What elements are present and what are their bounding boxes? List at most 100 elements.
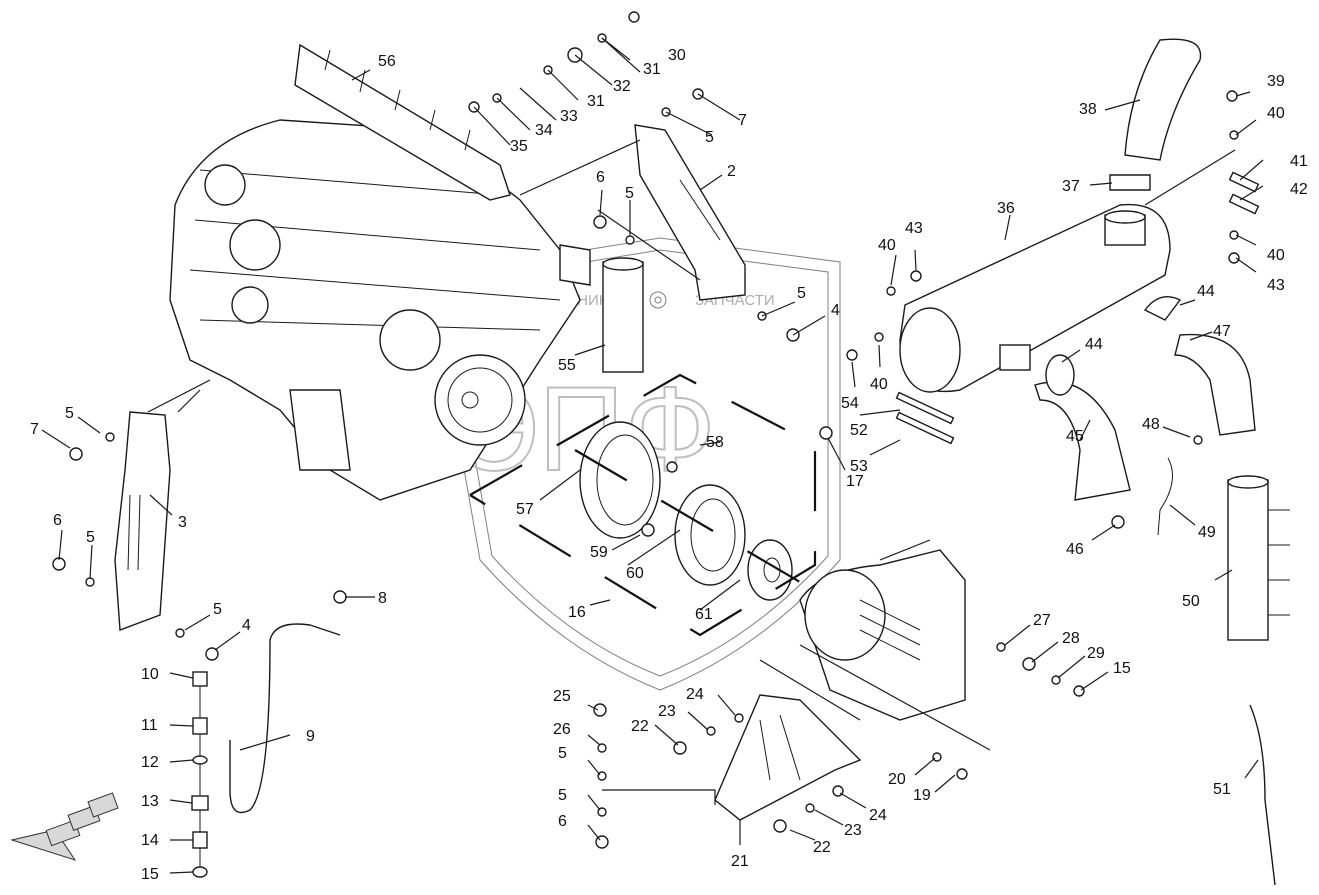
callout-41: 41 — [1290, 153, 1308, 170]
callout-10: 10 — [141, 666, 159, 683]
callout-33: 33 — [560, 108, 578, 125]
callout-61: 61 — [695, 606, 713, 623]
callout-12: 12 — [141, 754, 159, 771]
callout-5h: 5 — [558, 787, 567, 804]
callout-57: 57 — [516, 501, 534, 518]
callout-56: 56 — [378, 53, 396, 70]
callout-46: 46 — [1066, 541, 1084, 558]
callout-23a: 23 — [658, 703, 676, 720]
callout-6a: 6 — [596, 169, 605, 186]
callout-30: 30 — [668, 47, 686, 64]
callout-6b: 6 — [53, 512, 62, 529]
callout-14: 14 — [141, 832, 159, 849]
callout-5d: 5 — [65, 405, 74, 422]
callout-5b: 5 — [625, 185, 634, 202]
callout-25: 25 — [553, 688, 571, 705]
callout-52: 52 — [850, 422, 868, 439]
callout-4a: 4 — [831, 302, 840, 319]
callout-40a: 40 — [1267, 105, 1285, 122]
hose-51 — [1249, 704, 1276, 886]
callout-43b: 43 — [905, 220, 923, 237]
ring-60 — [674, 484, 746, 586]
ring-57 — [579, 421, 661, 539]
callout-13: 13 — [141, 793, 159, 810]
callout-22a: 22 — [631, 718, 649, 735]
callout-4b: 4 — [242, 617, 251, 634]
callout-2: 2 — [727, 163, 736, 180]
engine-block — [169, 119, 591, 501]
direction-arrow-icon — [10, 792, 119, 861]
callout-15b: 15 — [1113, 660, 1131, 677]
callout-37: 37 — [1062, 178, 1080, 195]
callout-36: 36 — [997, 200, 1015, 217]
callout-5f: 5 — [213, 601, 222, 618]
callout-5a: 5 — [705, 129, 714, 146]
callout-7b: 7 — [30, 421, 39, 438]
callout-16: 16 — [568, 604, 586, 621]
callout-59: 59 — [590, 544, 608, 561]
callout-5g: 5 — [558, 745, 567, 762]
bracket-3 — [114, 411, 171, 631]
callout-44a: 44 — [1197, 283, 1215, 300]
callout-9: 9 — [306, 728, 315, 745]
gear-icon — [649, 291, 667, 309]
callout-58: 58 — [706, 434, 724, 451]
callout-31b: 31 — [587, 93, 605, 110]
callout-45: 45 — [1066, 428, 1084, 445]
callout-51: 51 — [1213, 781, 1231, 798]
callout-44b: 44 — [1085, 336, 1103, 353]
callout-28: 28 — [1062, 630, 1080, 647]
callout-5c: 5 — [797, 285, 806, 302]
hose-9 — [229, 623, 341, 814]
callout-24b: 24 — [869, 807, 887, 824]
callout-3: 3 — [178, 514, 187, 531]
pump-housing — [799, 549, 966, 721]
callout-8: 8 — [378, 590, 387, 607]
callout-23b: 23 — [844, 822, 862, 839]
callout-40b: 40 — [1267, 247, 1285, 264]
callout-11: 11 — [141, 717, 158, 734]
bracket-2 — [634, 124, 746, 301]
pipe-55 — [602, 257, 644, 373]
callout-7a: 7 — [738, 112, 747, 129]
callout-17: 17 — [846, 473, 864, 490]
callout-15a: 15 — [141, 866, 159, 883]
callout-24a: 24 — [686, 686, 704, 703]
hub-61 — [747, 539, 793, 601]
heat-shield — [294, 43, 511, 201]
callout-labels: 56 30 31 32 31 33 34 35 7 5 2 6 5 5 4 55… — [30, 47, 1308, 883]
callout-31a: 31 — [643, 61, 661, 78]
callout-53: 53 — [850, 458, 868, 475]
fitting-stack — [191, 671, 209, 878]
callout-20: 20 — [888, 771, 906, 788]
callout-27: 27 — [1033, 612, 1051, 629]
callout-38: 38 — [1079, 101, 1097, 118]
callout-29: 29 — [1087, 645, 1105, 662]
callout-5e: 5 — [86, 529, 95, 546]
callout-35: 35 — [510, 138, 528, 155]
callout-32: 32 — [613, 78, 631, 95]
pipe-50 — [1227, 475, 1290, 641]
callout-60: 60 — [626, 565, 644, 582]
callout-42: 42 — [1290, 181, 1308, 198]
muffler-36 — [899, 203, 1171, 393]
callout-21: 21 — [731, 853, 749, 870]
callout-49: 49 — [1198, 524, 1216, 541]
pipe-38 — [1109, 38, 1202, 191]
callout-43a: 43 — [1267, 277, 1285, 294]
callout-22b: 22 — [813, 839, 831, 856]
callout-40d: 40 — [870, 376, 888, 393]
callout-19: 19 — [913, 787, 931, 804]
callout-40c: 40 — [878, 237, 896, 254]
callout-34: 34 — [535, 122, 553, 139]
elbow-47 — [1174, 333, 1256, 436]
callout-6c: 6 — [558, 813, 567, 830]
callout-50: 50 — [1182, 593, 1200, 610]
callout-47: 47 — [1213, 323, 1231, 340]
callout-39: 39 — [1267, 73, 1285, 90]
callout-26: 26 — [553, 721, 571, 738]
leader-lines — [41, 37, 1264, 874]
assembly-frame — [469, 373, 817, 637]
